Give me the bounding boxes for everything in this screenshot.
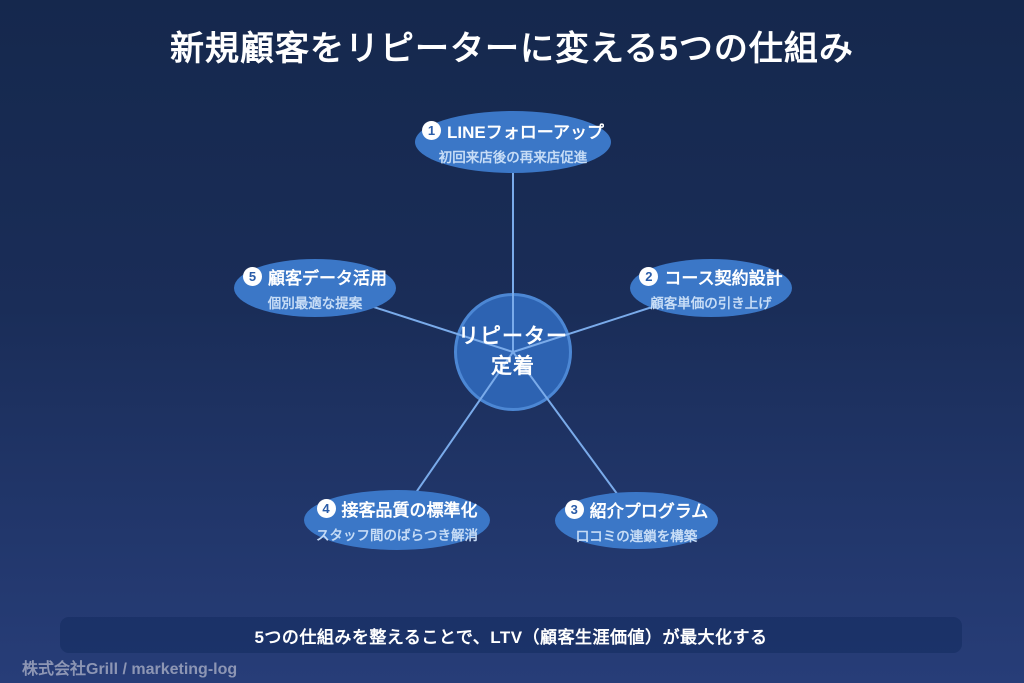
node-title-text: コース契約設計 bbox=[664, 269, 783, 288]
node-title-text: 接客品質の標準化 bbox=[341, 501, 478, 520]
node-title-row: 1 LINEフォローアップ bbox=[421, 118, 605, 143]
node-title-text: LINEフォローアップ bbox=[446, 123, 605, 142]
footer-credit: 株式会社Grill / marketing-log bbox=[22, 661, 238, 678]
node-number-badge: 3 bbox=[564, 499, 584, 519]
summary-banner-text: 5つの仕組みを整えることで、LTV（顧客生涯価値）が最大化する bbox=[254, 627, 768, 647]
node-line-followup: 1 LINEフォローアップ 初回来店後の再来店促進 bbox=[415, 111, 611, 173]
node-title-text: 紹介プログラム bbox=[589, 501, 709, 521]
node-title-text: 顧客データ活用 bbox=[268, 269, 387, 288]
node-customer-data: 5 顧客データ活用 個別最適な提案 bbox=[234, 259, 396, 317]
node-title-row: 4 接客品質の標準化 bbox=[316, 496, 478, 521]
node-subtitle-text: 初回来店後の再来店促進 bbox=[438, 150, 588, 165]
node-title-row: 5 顧客データ活用 bbox=[243, 264, 387, 289]
node-number-badge: 1 bbox=[421, 121, 441, 140]
node-subtitle-text: 個別最適な提案 bbox=[267, 296, 363, 311]
summary-banner: 5つの仕組みを整えることで、LTV（顧客生涯価値）が最大化する bbox=[60, 617, 962, 653]
hub-label-line1: リピーター bbox=[458, 325, 568, 348]
hub-label-line2: 定着 bbox=[491, 355, 535, 378]
node-referral-program: 3 紹介プログラム 口コミの連鎖を構築 bbox=[555, 492, 718, 549]
node-number-badge: 2 bbox=[639, 267, 659, 286]
hub-label: リピーター 定着 bbox=[443, 322, 583, 382]
node-service-standardization: 4 接客品質の標準化 スタッフ間のばらつき解消 bbox=[304, 490, 490, 550]
node-subtitle-text: 口コミの連鎖を構築 bbox=[575, 528, 698, 544]
node-title-row: 2 コース契約設計 bbox=[639, 264, 783, 289]
node-number-badge: 5 bbox=[243, 267, 262, 286]
node-subtitle-text: 顧客単価の引き上げ bbox=[650, 296, 772, 311]
node-number-badge: 4 bbox=[316, 499, 336, 518]
node-subtitle-text: スタッフ間のばらつき解消 bbox=[316, 528, 478, 543]
node-title-row: 3 紹介プログラム bbox=[564, 497, 709, 522]
node-course-contract: 2 コース契約設計 顧客単価の引き上げ bbox=[630, 259, 792, 317]
slide-title: 新規顧客をリピーターに変える5つの仕組み bbox=[170, 30, 854, 68]
